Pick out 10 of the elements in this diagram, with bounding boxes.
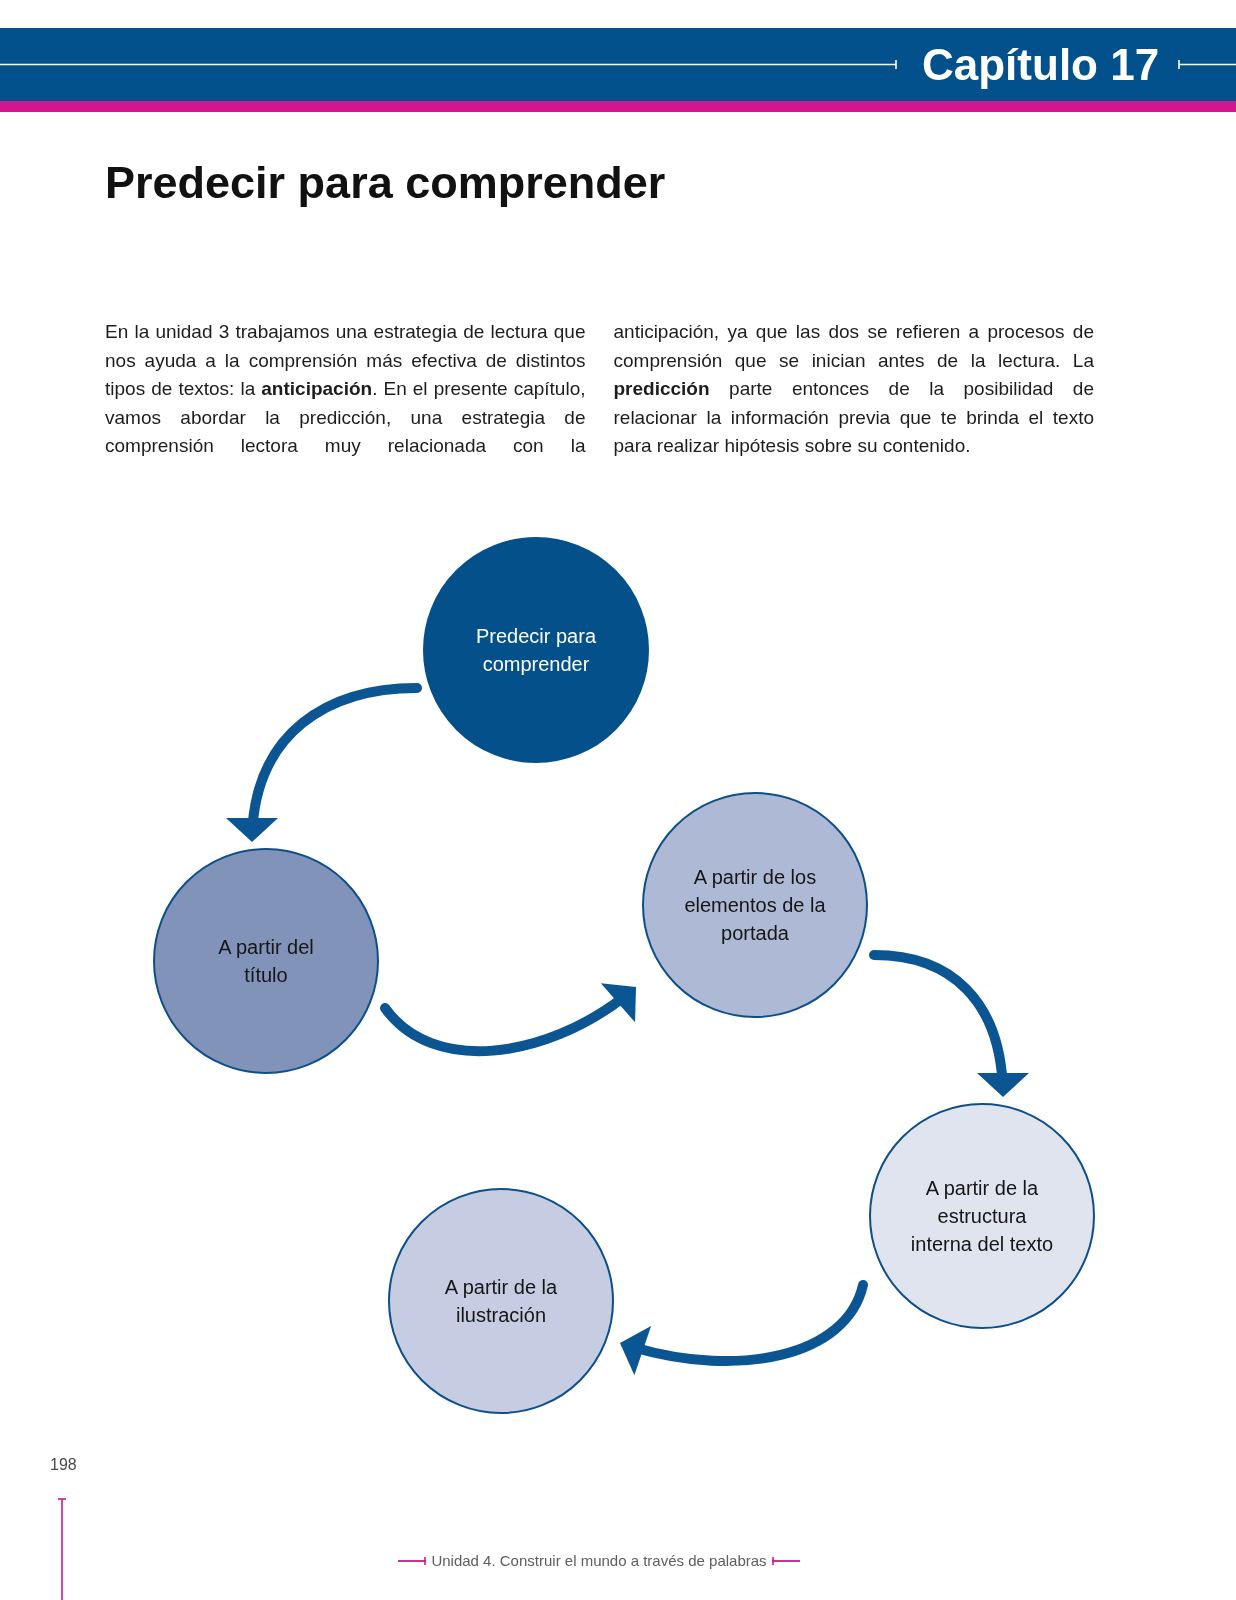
node-label: A partir de los elementos de la portada — [683, 865, 827, 946]
page-number: 198 — [50, 1455, 77, 1475]
node-label: A partir de la estructura interna del texto — [909, 1176, 1055, 1257]
intro-paragraph: En la unidad 3 trabajamos una estrategia de lectura que nos ayuda a la comprensión más efectiva de distintos tipos de textos: la anticipación. En el presente capítulo, vamos abordar la predicción, una estrategia de comprensión lectora muy relacionada con la anticipación, ya que las dos se refieren a procesos de comprensión que se inician antes de la lectura. La predicción parte entonces de la posibilidad de relacionar la información previa que te brinda el texto para realizar hipótesis sobre su contenido. — [105, 320, 1094, 459]
page-title: Predecir para comprender — [105, 160, 666, 205]
node-label: Predecir para comprender — [474, 624, 598, 677]
node-label: A partir del título — [217, 935, 315, 988]
node-label: A partir de la ilustración — [443, 1275, 559, 1328]
chapter-heading: Capítulo 17 — [922, 42, 1160, 88]
running-footer: Unidad 4. Construir el mundo a través de palabras — [431, 1551, 767, 1571]
